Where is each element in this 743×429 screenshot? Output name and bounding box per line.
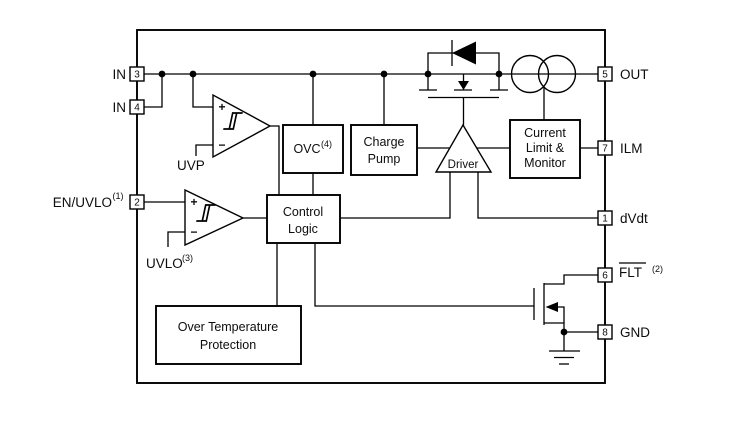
pin-8-gnd: 8 GND: [597, 324, 650, 340]
driver-label: Driver: [448, 159, 479, 171]
uvp-minus-sign: −: [218, 138, 225, 152]
otp-line2: Protection: [200, 338, 256, 352]
pin-1-label: dVdt: [620, 211, 648, 226]
ground-symbol: [549, 332, 580, 365]
pin-1-number: 1: [602, 214, 608, 225]
charge-pump-line1: Charge: [364, 135, 405, 149]
current-limit-monitor-block: Current Limit & Monitor: [509, 119, 581, 179]
pin-1-dvdt: 1 dVdt: [597, 210, 648, 226]
pin-2-superscript: (1): [113, 191, 124, 201]
pin-3-in: 3 IN: [113, 66, 145, 82]
pin-4-in: 4 IN: [113, 99, 145, 115]
uvlo-superscript: (3): [182, 253, 193, 263]
pin-6-label: FLT: [619, 265, 642, 280]
control-logic-line1: Control: [283, 205, 323, 219]
pin-7-number: 7: [602, 144, 608, 155]
pin-2-number: 2: [134, 198, 140, 209]
junction-dots: [158, 70, 568, 336]
hysteresis-icon: [196, 204, 216, 222]
pin-4-number: 4: [134, 103, 140, 114]
current-sense-symbol: [510, 54, 577, 94]
uvp-plus-sign: +: [218, 100, 225, 114]
pin-2-label: EN/UVLO: [53, 195, 112, 210]
uvp-comparator: + − UVP: [177, 93, 272, 173]
uvlo-label: UVLO: [146, 256, 183, 271]
ovc-block: OVC (4): [282, 124, 344, 174]
pin-7-ilm: 7 ILM: [597, 140, 643, 156]
pin-4-label: IN: [113, 100, 127, 115]
ovc-superscript: (4): [321, 139, 332, 149]
driver-block: Driver: [434, 123, 493, 173]
pin-5-out: 5 OUT: [597, 66, 649, 82]
control-logic-line2: Logic: [288, 222, 318, 236]
pin-6-number: 6: [602, 271, 608, 282]
pin-5-number: 5: [602, 70, 608, 81]
uvlo-plus-sign: +: [190, 195, 197, 209]
pin-6-superscript: (2): [652, 264, 663, 274]
charge-pump-line2: Pump: [368, 152, 401, 166]
fault-mosfet-symbol: [533, 274, 598, 333]
body-diode-symbol: [451, 40, 476, 66]
pin-5-label: OUT: [620, 67, 649, 82]
wires: [144, 52, 598, 307]
pin-8-label: GND: [620, 325, 650, 340]
uvlo-minus-sign: −: [190, 225, 197, 239]
hysteresis-icon: [223, 112, 243, 130]
uvlo-comparator: + − UVLO (3): [146, 188, 245, 271]
clm-line1: Current: [524, 126, 566, 140]
pin-6-flt: 6 FLT (2): [597, 262, 663, 283]
clm-line2: Limit &: [526, 141, 565, 155]
power-mosfet-symbol: [419, 74, 508, 125]
ovc-label: OVC: [293, 142, 320, 156]
pin-3-number: 3: [134, 70, 140, 81]
charge-pump-block: Charge Pump: [350, 124, 418, 176]
otp-block: Over Temperature Protection: [155, 305, 302, 365]
pin-7-label: ILM: [620, 141, 643, 156]
pin-3-label: IN: [113, 67, 127, 82]
pin-2-en-uvlo: 2 EN/UVLO (1): [53, 191, 145, 210]
otp-line1: Over Temperature: [178, 320, 279, 334]
control-logic-block: Control Logic: [266, 194, 341, 244]
uvp-label: UVP: [177, 158, 205, 173]
pin-8-number: 8: [602, 328, 608, 339]
clm-line3: Monitor: [524, 156, 566, 170]
